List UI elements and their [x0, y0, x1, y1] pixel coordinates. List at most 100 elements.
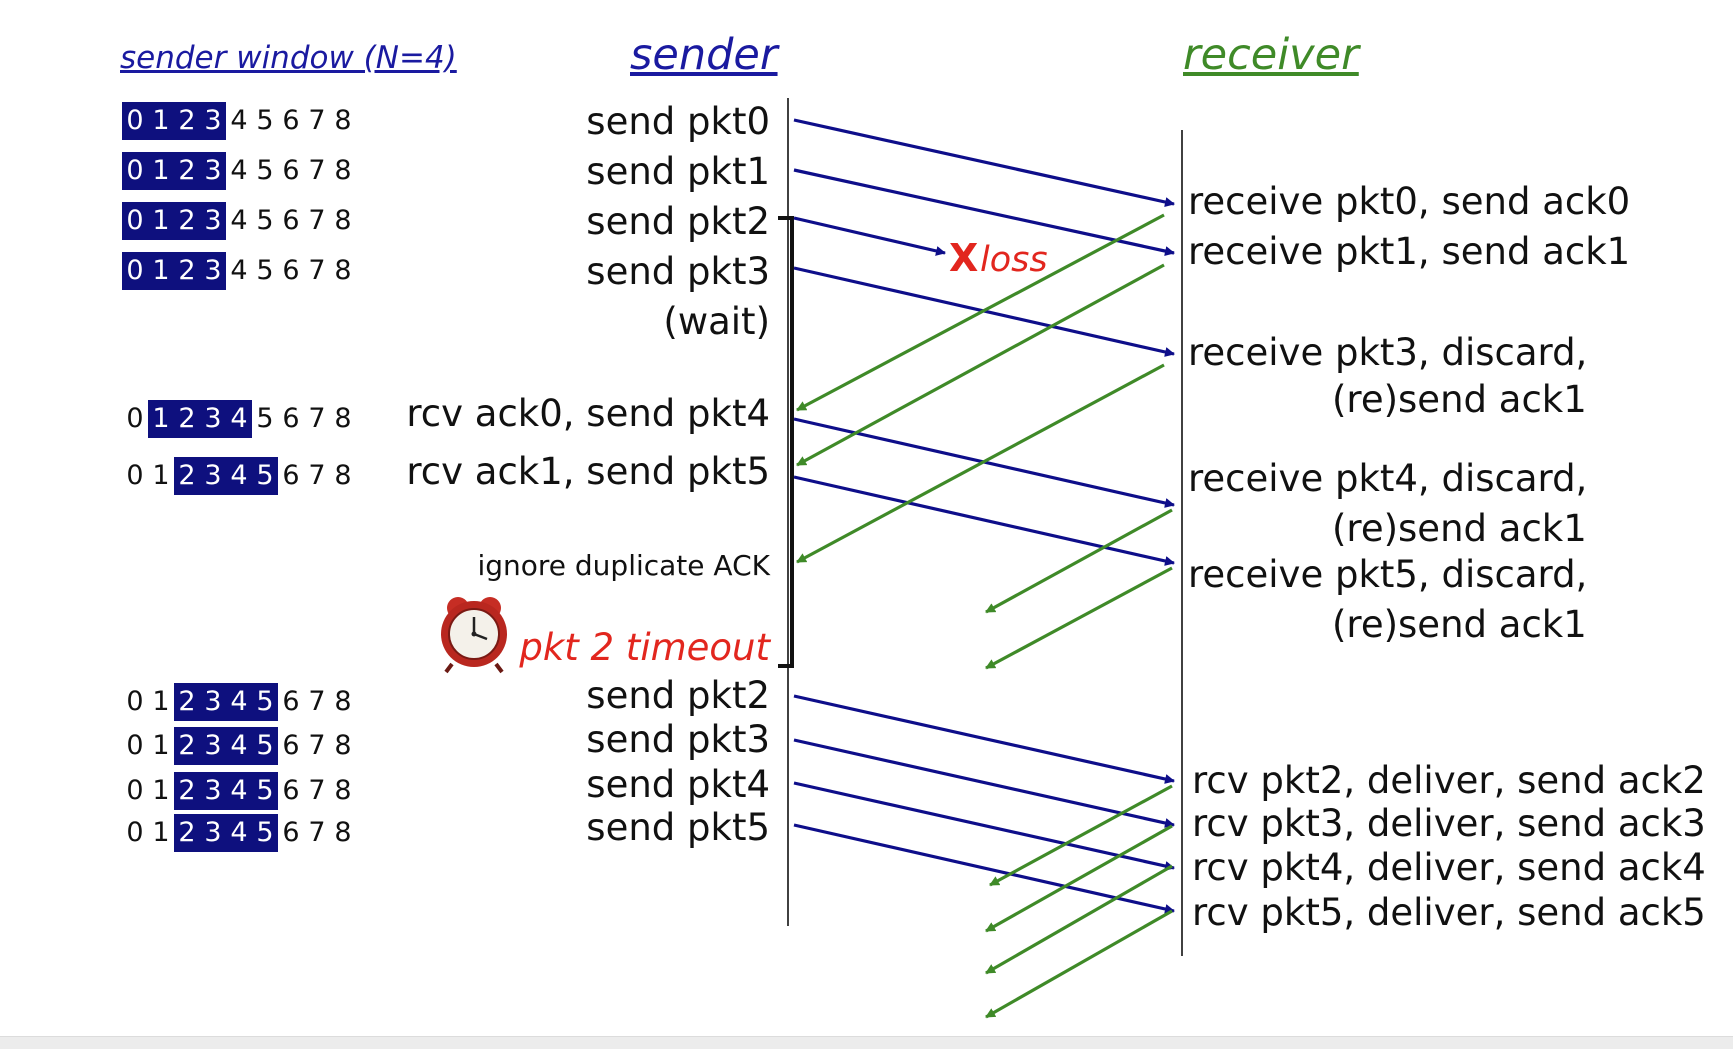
- window-seq: 6: [282, 403, 300, 434]
- sender-label-rcv-ack0: rcv ack0, send pkt4: [406, 392, 770, 435]
- receiver-label-recv-pkt5-ack: (re)send ack1: [1332, 603, 1587, 646]
- window-seq: 1: [152, 730, 170, 761]
- sender-label-resend-pkt4: send pkt4: [586, 763, 770, 806]
- window-seq-in-window: 1: [148, 102, 174, 140]
- window-seq: 7: [308, 403, 326, 434]
- receiver-label-rcv-pkt2: rcv pkt2, deliver, send ack2: [1192, 759, 1706, 802]
- window-seq: 4: [230, 205, 248, 236]
- window-seq: 8: [334, 775, 352, 806]
- window-seq-in-window: 3: [200, 457, 226, 495]
- window-seq-in-window: 4: [226, 457, 252, 495]
- arrow-pkt2-lost: [793, 216, 946, 256]
- window-seq-in-window: 4: [226, 814, 252, 852]
- window-seq-in-window: 1: [148, 252, 174, 290]
- window-seq-in-window: 2: [174, 102, 200, 140]
- window-seq: 7: [308, 686, 326, 717]
- timer-bracket: [778, 216, 794, 668]
- sender-label-resend-pkt5: send pkt5: [586, 806, 770, 849]
- window-seq: 6: [282, 155, 300, 186]
- window-seq: 6: [282, 817, 300, 848]
- window-seq: 8: [334, 255, 352, 286]
- window-seq-in-window: 0: [122, 152, 148, 190]
- window-seq: 5: [256, 403, 274, 434]
- window-seq-in-window: 3: [200, 102, 226, 140]
- window-seq-in-window: 2: [174, 683, 200, 721]
- window-seq: 6: [282, 105, 300, 136]
- loss-label: loss: [980, 240, 1048, 280]
- window-seq: 7: [308, 155, 326, 186]
- sender-label-timeout: pkt 2 timeout: [519, 626, 770, 669]
- window-seq-in-window: 2: [174, 252, 200, 290]
- window-seq: 0: [126, 817, 144, 848]
- window-seq-in-window: 3: [200, 400, 226, 438]
- window-seq: 8: [334, 686, 352, 717]
- bottom-band: [0, 1036, 1733, 1049]
- sender-window-header: sender window (N=4): [120, 40, 457, 76]
- sender-label-ignore-duplicate: ignore duplicate ACK: [477, 549, 770, 582]
- receiver-label-rcv-pkt3: rcv pkt3, deliver, send ack3: [1192, 802, 1706, 845]
- window-seq: 8: [334, 817, 352, 848]
- window-seq: 5: [256, 205, 274, 236]
- sender-label-rcv-ack1: rcv ack1, send pkt5: [406, 450, 770, 493]
- arrow-pkt1: [793, 168, 1175, 256]
- arrow-ack4: [985, 864, 1173, 975]
- window-seq: 1: [152, 817, 170, 848]
- window-seq: 0: [126, 460, 144, 491]
- window-seq: 4: [230, 155, 248, 186]
- receiver-label-recv-pkt3: receive pkt3, discard,: [1188, 331, 1588, 374]
- ack-arrows: [796, 213, 1173, 1019]
- arrow-dup-ack1-a: [796, 363, 1165, 564]
- window-seq-in-window: 3: [200, 252, 226, 290]
- window-seq-in-window: 0: [122, 252, 148, 290]
- window-seq: 1: [152, 460, 170, 491]
- window-seq: 0: [126, 730, 144, 761]
- window-seq: 7: [308, 817, 326, 848]
- arrow-dup-ack1-b: [985, 508, 1173, 614]
- receiver-label-rcv-pkt5: rcv pkt5, deliver, send ack5: [1192, 891, 1706, 934]
- arrow-pkt5: [793, 475, 1175, 566]
- window-seq: 4: [230, 255, 248, 286]
- alarm-clock-icon: [441, 597, 507, 674]
- window-seq: 0: [126, 686, 144, 717]
- arrow-ack2: [989, 784, 1173, 887]
- arrow-ack3: [985, 824, 1173, 933]
- window-seq: 8: [334, 730, 352, 761]
- data-packet-arrows: [793, 118, 1175, 914]
- window-seq: 8: [334, 105, 352, 136]
- window-seq-in-window: 1: [148, 400, 174, 438]
- window-seq-in-window: 5: [252, 683, 278, 721]
- window-seq-in-window: 3: [200, 683, 226, 721]
- sender-label-resend-pkt3: send pkt3: [586, 718, 770, 761]
- window-seq-in-window: 4: [226, 400, 252, 438]
- arrow-dup-ack1-c: [985, 566, 1173, 670]
- window-seq: 7: [308, 775, 326, 806]
- window-seq: 7: [308, 105, 326, 136]
- window-seq: 7: [308, 205, 326, 236]
- window-seq: 5: [256, 255, 274, 286]
- window-seq: 8: [334, 155, 352, 186]
- receiver-label-recv-pkt4-ack: (re)send ack1: [1332, 507, 1587, 550]
- window-seq: 7: [308, 255, 326, 286]
- sender-label-send-pkt3: send pkt3: [586, 250, 770, 293]
- window-seq: 7: [308, 730, 326, 761]
- receiver-header: receiver: [1183, 30, 1359, 80]
- window-seq: 1: [152, 686, 170, 717]
- window-seq-in-window: 5: [252, 727, 278, 765]
- sender-label-wait: (wait): [663, 300, 770, 343]
- arrow-pkt0: [793, 118, 1175, 207]
- receiver-label-recv-pkt5: receive pkt5, discard,: [1188, 553, 1588, 596]
- window-seq: 0: [126, 775, 144, 806]
- window-seq: 6: [282, 775, 300, 806]
- receiver-label-recv-pkt3-ack: (re)send ack1: [1332, 378, 1587, 421]
- window-seq-in-window: 3: [200, 152, 226, 190]
- arrow-ack0: [796, 213, 1165, 412]
- window-seq-in-window: 2: [174, 814, 200, 852]
- receiver-label-recv-pkt0: receive pkt0, send ack0: [1188, 180, 1631, 223]
